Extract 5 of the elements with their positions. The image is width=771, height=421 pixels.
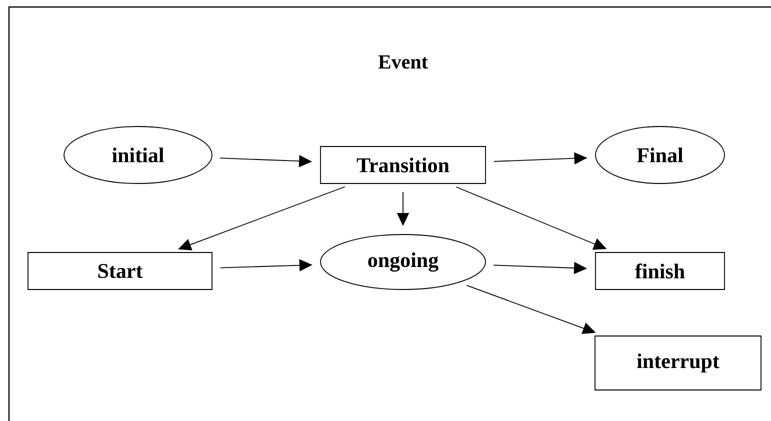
title: Event (378, 55, 428, 69)
state-box: interrupt (594, 336, 762, 390)
state-box: Transition (320, 146, 486, 184)
state-box: finish (595, 252, 725, 290)
state-box: Start (28, 252, 212, 290)
